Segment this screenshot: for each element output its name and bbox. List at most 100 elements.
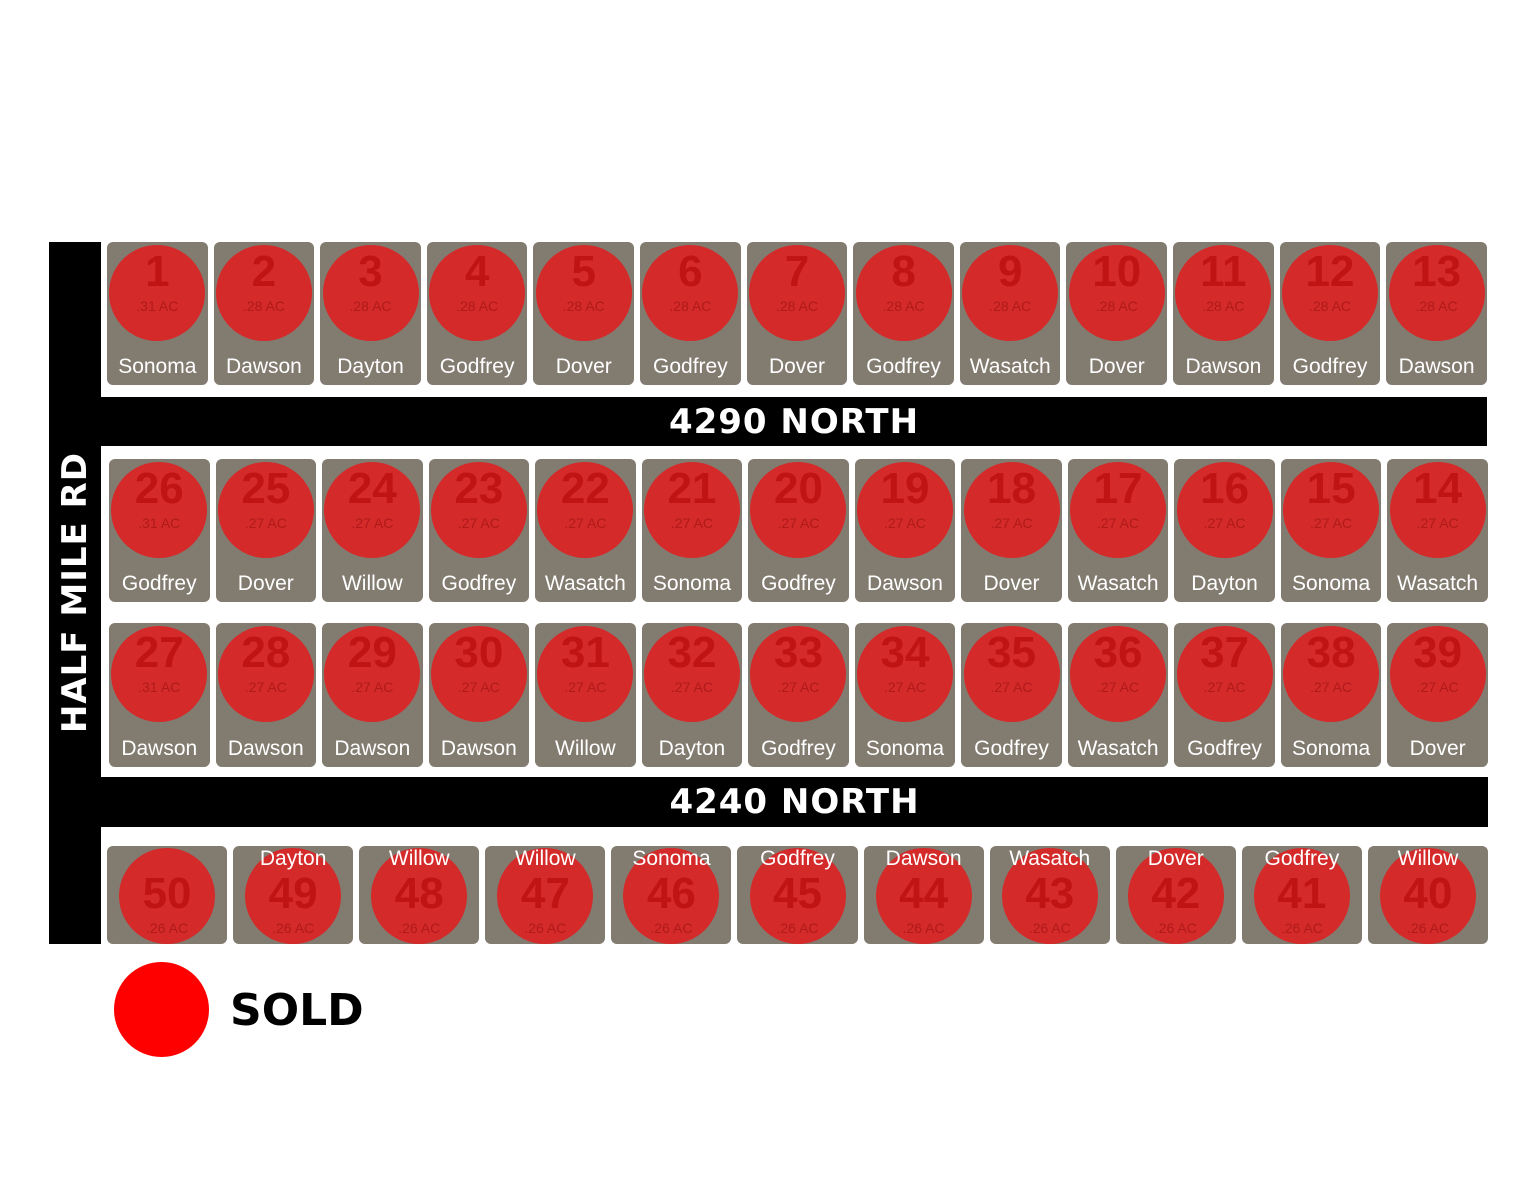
lot-model: Dawson bbox=[867, 572, 943, 595]
sold-marker bbox=[855, 245, 952, 341]
lot-model: Wasatch bbox=[1077, 737, 1159, 760]
sold-marker bbox=[1175, 245, 1272, 341]
lot-number: 44 bbox=[899, 869, 949, 918]
sold-marker bbox=[371, 848, 468, 944]
lot-number: 39 bbox=[1413, 628, 1463, 677]
lot-model: Dover bbox=[1088, 355, 1145, 378]
sold-marker bbox=[1283, 462, 1380, 558]
lot-26[interactable]: 26 .31 AC Godfrey bbox=[109, 459, 210, 602]
sold-marker bbox=[217, 462, 314, 558]
lot-model: Godfrey bbox=[121, 572, 197, 595]
sold-marker bbox=[324, 626, 421, 722]
lot-acreage: .28 AC bbox=[1095, 298, 1138, 314]
lot-number: 26 bbox=[134, 464, 184, 513]
lot-number: 29 bbox=[347, 628, 397, 677]
lot-model: Sonoma bbox=[865, 737, 945, 760]
lot-model: Dover bbox=[555, 355, 612, 378]
lot-model: Dawson bbox=[225, 355, 302, 378]
lot-acreage: .27 AC bbox=[670, 679, 713, 695]
lot-model: Dawson bbox=[885, 847, 962, 870]
lot-number: 4 bbox=[464, 247, 490, 296]
lot-acreage: .28 AC bbox=[349, 298, 392, 314]
lot-number: 21 bbox=[667, 464, 717, 513]
sold-legend-label: SOLD bbox=[230, 985, 364, 1036]
sold-marker bbox=[1176, 462, 1273, 558]
road-half-mile-rd: HALF MILE RD bbox=[49, 242, 101, 944]
lot-acreage: .27 AC bbox=[1203, 515, 1246, 531]
lot-number: 8 bbox=[891, 247, 916, 296]
lot-acreage: .31 AC bbox=[138, 679, 181, 695]
lot-number: 31 bbox=[560, 628, 610, 677]
lot-model: Sonoma bbox=[118, 355, 197, 378]
lot-50[interactable]: 50.26 AC bbox=[107, 846, 228, 944]
sold-marker bbox=[1389, 626, 1486, 722]
sold-marker bbox=[963, 626, 1060, 722]
lot-acreage: .28 AC bbox=[242, 298, 285, 314]
lot-model: Godfrey bbox=[1292, 355, 1368, 378]
lot-number: 30 bbox=[454, 628, 504, 677]
lot-model: Dawson bbox=[1185, 355, 1262, 378]
lot-number: 27 bbox=[134, 628, 184, 677]
sold-marker bbox=[430, 462, 527, 558]
lot-model: Godfrey bbox=[1187, 737, 1262, 760]
lot-model: Sonoma bbox=[632, 847, 711, 870]
lot-model: Dawson bbox=[227, 737, 304, 760]
lot-model: Wasatch bbox=[544, 572, 626, 595]
lot-model: Godfrey bbox=[653, 355, 728, 378]
sold-marker bbox=[1388, 245, 1485, 341]
lot-number: 50 bbox=[142, 869, 192, 918]
lot-acreage: .31 AC bbox=[138, 515, 181, 531]
lot-acreage: .28 AC bbox=[775, 298, 818, 314]
lot-number: 40 bbox=[1403, 869, 1453, 918]
lot-number: 36 bbox=[1093, 628, 1143, 677]
